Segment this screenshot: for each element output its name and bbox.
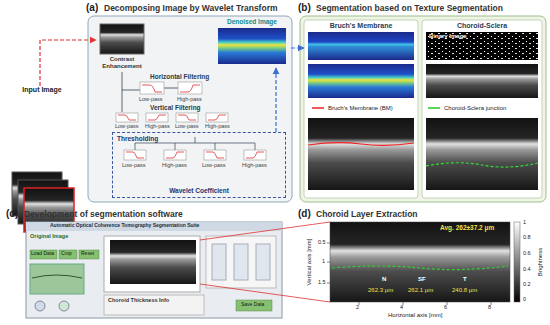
text-label: 0.8 <box>523 234 531 240</box>
text-label: N <box>382 276 386 283</box>
node-text: Bruch's Membrane <box>304 22 418 30</box>
text-label: 0 <box>523 296 526 302</box>
text-label: 0.2 <box>523 281 531 287</box>
node-text: Segmentation based on Texture Segmentati… <box>316 4 503 14</box>
text-label: Load Data <box>31 251 54 257</box>
node-heading: (a) <box>86 2 98 14</box>
image-node: Input Image <box>4 86 81 258</box>
text-label: T <box>463 276 467 283</box>
text-label: High-pass <box>177 96 202 102</box>
text-label: 8 <box>488 304 491 310</box>
node-text: Choroid-Sclera <box>422 22 542 30</box>
text-label: Choroid-Sclera junction <box>444 105 506 112</box>
text-label: Save Data <box>241 302 264 308</box>
text-label: 1 <box>322 258 325 264</box>
text-label: 0.6 <box>523 250 531 256</box>
text-label: 0.4 <box>523 266 531 272</box>
text-label: SF <box>418 276 426 283</box>
text-label: Avg. 262±37.2 μm <box>440 224 494 231</box>
text-label: 0.5 <box>318 239 326 245</box>
node-heading: (c) <box>6 208 18 220</box>
image-node: Denoised Image <box>214 18 291 68</box>
text-label: Horizontal axis [mm] <box>388 312 442 319</box>
text-label: Low-pass <box>115 123 139 129</box>
node-text: Wavelet Coefficient <box>113 187 285 194</box>
node-heading: (b) <box>298 2 311 14</box>
text-label: Vertical Filtering <box>150 104 201 111</box>
text-label: Low-pass <box>139 96 163 102</box>
text-label: Original Image <box>30 233 68 239</box>
node-text: Input Image <box>4 86 80 94</box>
text-label: Automatic Optical Coherence Tomography S… <box>50 223 199 229</box>
text-label: Low-pass <box>122 162 146 168</box>
node-text: Development of segmentation software <box>24 210 183 220</box>
node-text: Denoised Image <box>214 18 290 25</box>
text-label: Choroid Thickness Info <box>108 297 169 303</box>
text-label: High-pass <box>162 162 187 168</box>
text-label: 6 <box>444 304 447 310</box>
image-node: Contrast Enhancement <box>96 22 149 72</box>
text-label: 2 <box>356 304 359 310</box>
panel: (b) Segmentation based on Texture Segment… <box>296 2 546 202</box>
text-label: Binary Image <box>429 33 467 40</box>
flow-arrow <box>291 47 304 48</box>
text-label: 262.1 μm <box>408 287 433 294</box>
text-label: Horizontal Filtering <box>150 73 209 80</box>
node-text: Decomposing Image by Wavelet Transform <box>104 4 278 14</box>
text-label: High-pass <box>145 123 170 129</box>
text-label: 240.8 μm <box>452 287 477 294</box>
axis-title: Vertical axis [mm] <box>306 238 313 285</box>
text-label: Reset <box>81 251 94 257</box>
text-label: 4 <box>400 304 403 310</box>
text-label: Low-pass <box>202 162 226 168</box>
flow-arrow <box>275 68 276 132</box>
node-text: Contrast Enhancement <box>96 56 148 70</box>
text-label: Bruch's Membrane (BM) <box>328 105 393 112</box>
text-label: 1.5 <box>318 279 326 285</box>
node-heading: (d) <box>298 208 311 220</box>
text-label: High-pass <box>242 162 267 168</box>
axis-title: Brightness <box>537 248 544 276</box>
node-heading: Thresholding <box>117 135 158 142</box>
text-label: 1 <box>523 219 526 225</box>
text-label: 262.3 μm <box>368 287 393 294</box>
panel: (d) Choroid Layer Extraction <box>296 206 546 322</box>
text-label: Crop <box>61 251 72 257</box>
node-text: Choroid Layer Extraction <box>316 210 418 220</box>
text-label: Low-pass <box>175 123 199 129</box>
text-label: High-pass <box>205 123 230 129</box>
flow-arrow <box>40 40 96 86</box>
